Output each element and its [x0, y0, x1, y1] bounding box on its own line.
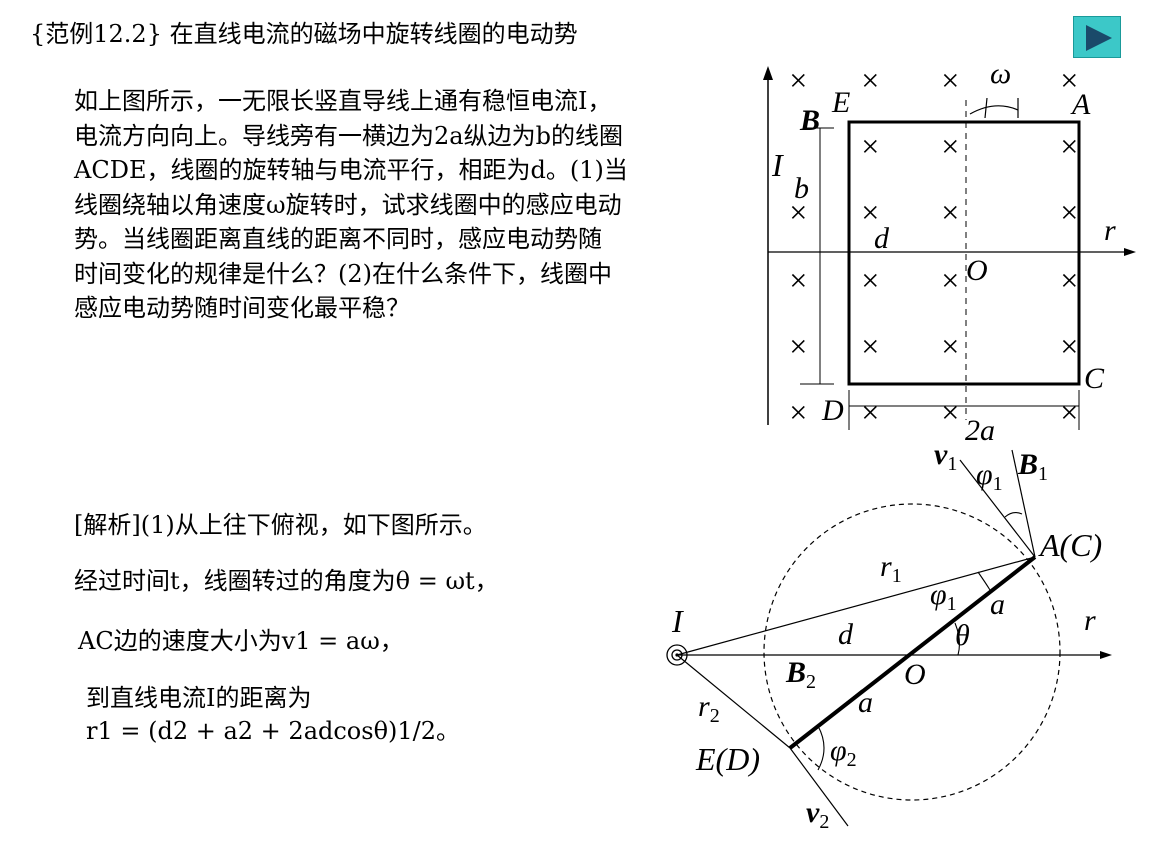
problem-line: 线圈绕轴以角速度ω旋转时，试求线圈中的感应电动 [74, 190, 622, 219]
label-theta: θ [955, 619, 970, 652]
label-r-axis: r [1084, 604, 1096, 637]
field-cross: × [939, 394, 961, 430]
label-d: d [874, 222, 890, 255]
label-A: A [1070, 88, 1091, 121]
label-phi1: φ1 [930, 578, 957, 615]
label-phi2: φ2 [830, 734, 857, 771]
label-B2: B2 [785, 656, 816, 693]
problem-line: 如上图所示，一无限长竖直导线上通有稳恒电流I， [74, 87, 612, 115]
problem-line: 电流方向向上。导线旁有一横边为2a纵边为b的线圈 [74, 121, 623, 150]
label-O: O [966, 254, 988, 287]
field-cross: × [939, 262, 961, 298]
label-r2: r2 [698, 690, 720, 727]
field-cross: × [787, 62, 809, 98]
current-symbol [666, 644, 688, 666]
B2-vector [789, 689, 863, 749]
field-cross: × [787, 394, 809, 430]
label-D: D [821, 394, 844, 427]
label-I: I [671, 603, 684, 639]
solution-line: AC边的速度大小为v1 = aω， [78, 627, 404, 655]
coil-line [788, 555, 1037, 750]
label-B1: B1 [1017, 448, 1048, 485]
label-I: I [771, 147, 784, 183]
omega-arc [969, 105, 1019, 115]
solution-line: r1 = (d2 + a2 + 2adcosθ)1/2。 [86, 717, 461, 745]
label-b: b [794, 172, 809, 205]
solution-line: 到直线电流I的距离为 [86, 684, 312, 712]
wire-arrow [763, 66, 773, 80]
field-cross: × [859, 62, 881, 98]
label-a-bottom: a [858, 686, 873, 719]
label-B: B [799, 104, 820, 137]
field-cross: × [939, 194, 961, 230]
rotation-circle [763, 503, 1061, 801]
field-cross: × [1058, 328, 1080, 364]
label-d: d [838, 618, 854, 651]
r2-line [676, 654, 791, 749]
solution-line: [解析](1)从上往下俯视，如下图所示。 [74, 511, 487, 539]
field-cross: × [939, 62, 961, 98]
label-C: C [1084, 362, 1105, 395]
v1-vector [959, 459, 1036, 558]
label-ED: E(D) [695, 741, 760, 777]
label-r1: r1 [880, 550, 902, 587]
problem-line: ACDE，线圈的旋转轴与电流平行，相距为d。(1)当 [74, 156, 628, 184]
field-cross: × [787, 262, 809, 298]
problem-line: 感应电动势随时间变化最平稳？ [74, 294, 410, 322]
problem-statement: 如上图所示，一无限长竖直导线上通有稳恒电流I， 电流方向向上。导线旁有一横边为2… [74, 84, 734, 326]
field-cross: × [859, 128, 881, 164]
field-cross: × [939, 128, 961, 164]
label-2a: 2a [965, 414, 995, 447]
label-v1: v1 [934, 438, 957, 475]
label-O: O [904, 658, 926, 691]
field-cross: × [1058, 194, 1080, 230]
B1-vector [1011, 449, 1036, 558]
play-triangle-icon [1086, 25, 1112, 51]
label-v2: v2 [806, 796, 829, 833]
coil-rectangle [847, 120, 1081, 386]
field-cross: × [787, 328, 809, 364]
r-axis-arrow [1124, 248, 1136, 256]
solution-line: 经过时间t，线圈转过的角度为θ = ωt， [74, 567, 499, 595]
problem-line: 时间变化的规律是什么？(2)在什么条件下，线圈中 [74, 259, 612, 288]
problem-line: 势。当线圈距离直线的距离不同时，感应电动势随 [74, 225, 602, 253]
field-cross: × [939, 328, 961, 364]
field-cross: × [859, 328, 881, 364]
v2-vector [789, 747, 849, 827]
magnetic-field-crosses: × × × × × × × × × × × × × × × × × × × × × × × [787, 62, 1080, 430]
r1-line [676, 556, 1036, 656]
field-cross: × [1058, 262, 1080, 298]
page-title: {范例12.2} 在直线电流的磁场中旋转线圈的电动势 [30, 20, 578, 48]
omega-label: ω [990, 57, 1011, 90]
label-AC: A(C) [1038, 527, 1102, 563]
next-slide-button[interactable] [1073, 16, 1121, 58]
label-phi1-top: φ1 [976, 458, 1003, 495]
field-cross: × [1058, 128, 1080, 164]
field-cross: × [1058, 394, 1080, 430]
label-r: r [1104, 214, 1116, 247]
field-cross: × [859, 194, 881, 230]
field-cross: × [859, 262, 881, 298]
field-cross: × [787, 194, 809, 230]
label-E: E [831, 86, 850, 119]
label-a-top: a [990, 588, 1005, 621]
field-cross: × [1058, 62, 1080, 98]
field-cross: × [859, 394, 881, 430]
